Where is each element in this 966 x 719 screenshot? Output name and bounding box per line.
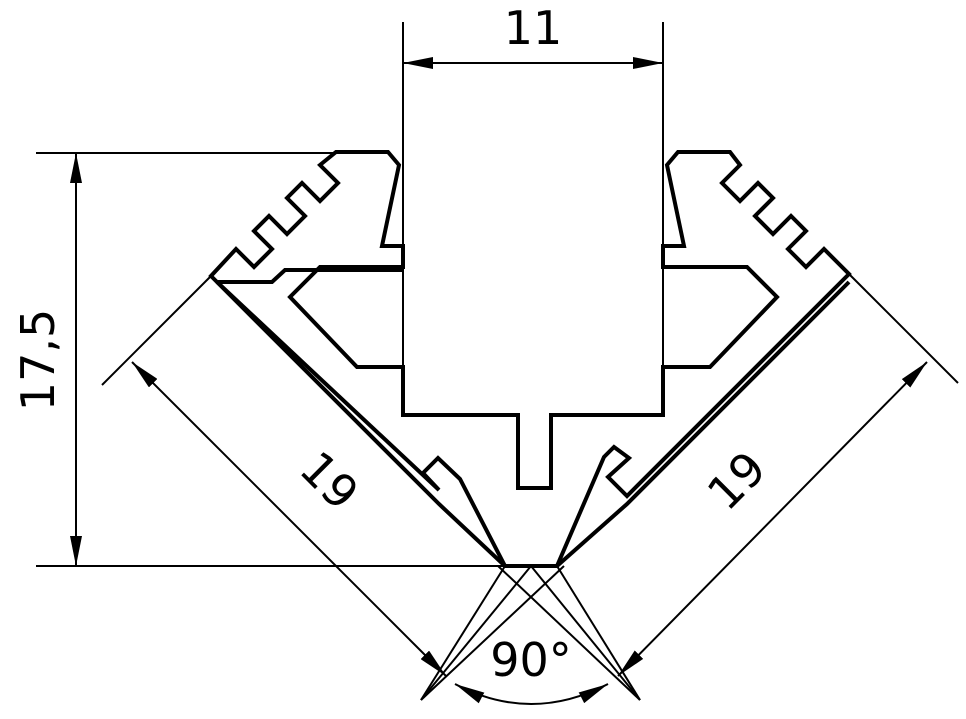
profile-inner-contour [217, 268, 403, 284]
dimension-height-label: 17,5 [11, 309, 65, 411]
profile-inner-left-leg [215, 280, 507, 568]
dimension-left-side-label: 19 [290, 441, 370, 521]
profile-inner-right-leg [555, 280, 851, 568]
profile-outer-contour [208, 150, 852, 568]
dimension-right-side-label: 19 [697, 441, 777, 521]
profile-outline [208, 150, 852, 568]
dimension-left-side: 19 [101, 275, 506, 701]
dimension-angle-label: 90° [490, 633, 572, 687]
dimension-top-width: 11 [402, 1, 664, 365]
dimension-angle: 90° [420, 565, 641, 705]
dimension-height: 17,5 [11, 152, 505, 567]
dimension-top-width-label: 11 [504, 1, 563, 55]
